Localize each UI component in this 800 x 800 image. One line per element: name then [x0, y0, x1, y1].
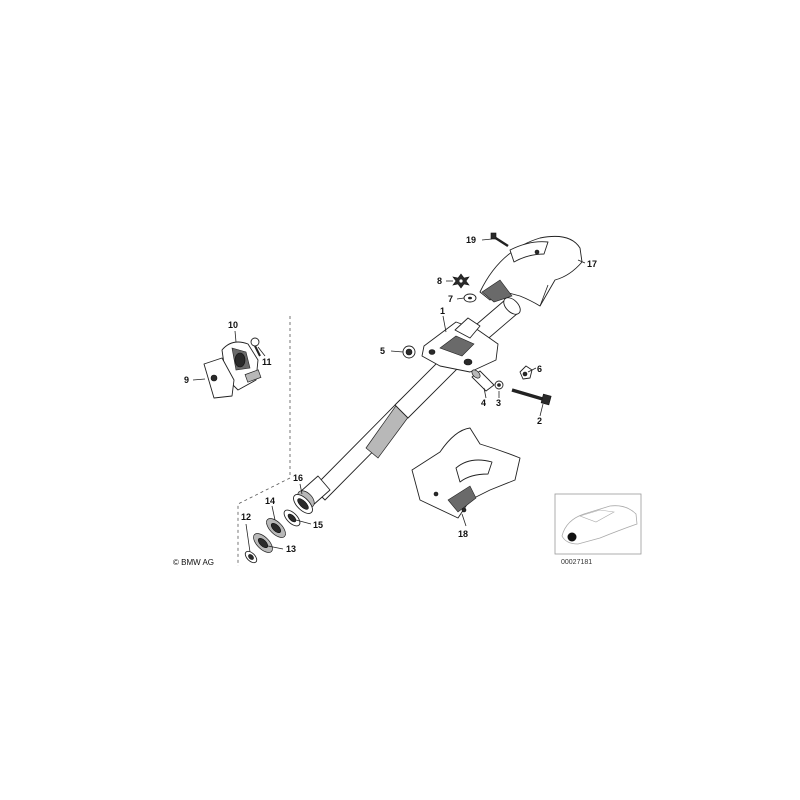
upper-trim-cover	[479, 235, 583, 307]
ring-part-12	[244, 550, 258, 564]
column-bracket	[421, 317, 499, 373]
callout-6: 6	[537, 364, 542, 374]
nut-part-5	[402, 345, 416, 359]
callout-10: 10	[228, 320, 238, 330]
copyright-text: © BMW AG	[173, 558, 214, 567]
bearing-part-13	[253, 533, 273, 553]
callout-8: 8	[437, 276, 442, 286]
reference-line	[237, 316, 291, 566]
callout-16: 16	[293, 473, 303, 483]
callout-3: 3	[496, 398, 501, 408]
callout-5: 5	[380, 346, 385, 356]
car-silhouette	[561, 505, 638, 545]
leader-lines	[192, 238, 586, 553]
location-marker	[567, 532, 577, 542]
callout-7: 7	[448, 294, 453, 304]
callout-1: 1	[440, 306, 445, 316]
sleeve-part-4	[471, 369, 495, 392]
diagram-number: 00027181	[561, 559, 592, 566]
bearing-ring-part-16	[293, 494, 313, 514]
callout-15: 15	[313, 520, 323, 530]
vehicle-location-thumbnail: 00027181	[554, 493, 642, 566]
callout-11: 11	[262, 357, 272, 367]
mounting-plate-part-9	[203, 357, 235, 399]
callout-19: 19	[466, 235, 476, 245]
callout-13: 13	[286, 544, 296, 554]
callout-9: 9	[184, 375, 189, 385]
screw-part-11	[250, 337, 261, 357]
callout-18: 18	[458, 529, 468, 539]
callout-2: 2	[537, 416, 542, 426]
bearing-part-14	[266, 518, 286, 538]
lower-trim-cover	[411, 427, 521, 519]
callout-labels: 1 2 3 4 5 6 7 8 9 10 11 12 13 14 15 16 1…	[184, 235, 597, 554]
callout-12: 12	[241, 512, 251, 522]
bolt-part-2	[511, 388, 552, 406]
washer-part-3	[494, 380, 504, 390]
star-washer-part-8	[452, 273, 470, 289]
washer-part-7	[463, 293, 477, 303]
screw-part-19	[490, 232, 509, 248]
callout-17: 17	[587, 259, 597, 269]
callout-14: 14	[265, 496, 275, 506]
callout-4: 4	[481, 398, 486, 408]
ring-part-15	[283, 509, 301, 527]
clip-nut-part-6	[519, 365, 533, 380]
